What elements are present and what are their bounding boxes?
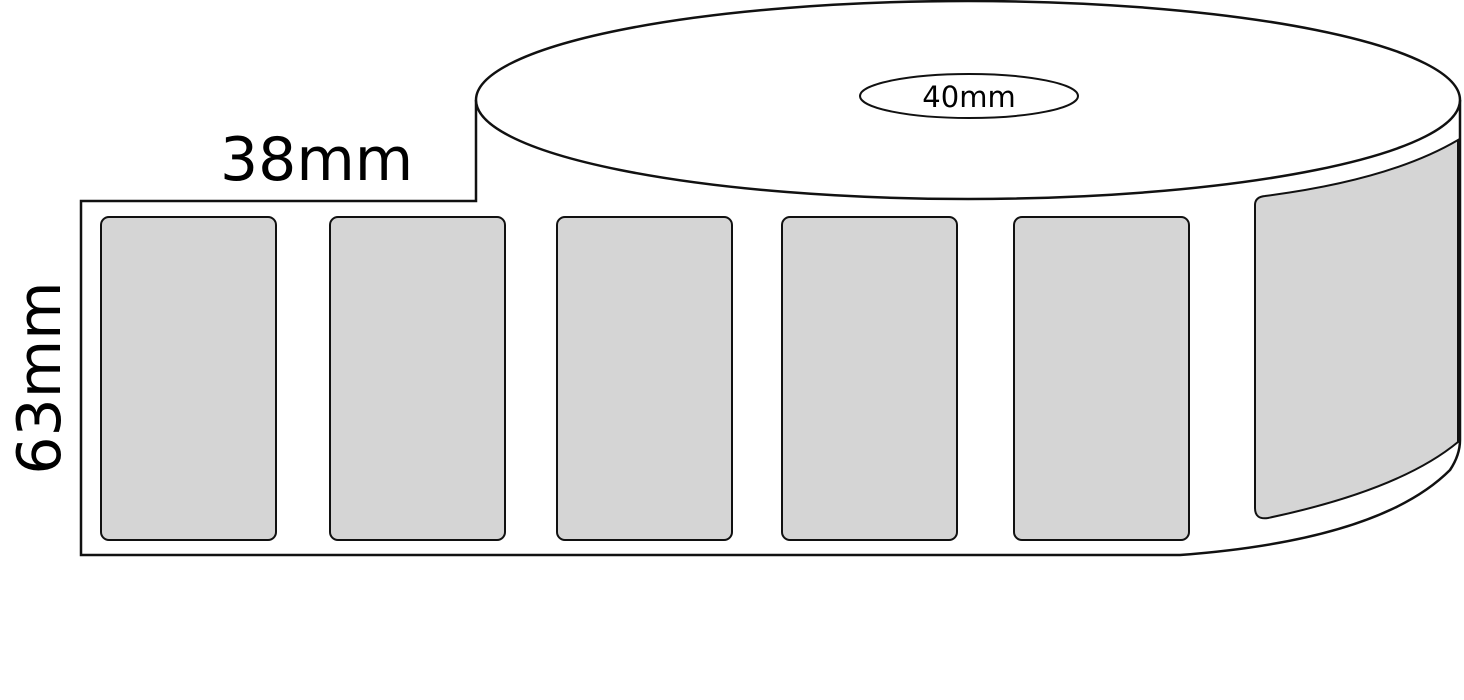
wrapped-label xyxy=(1254,138,1459,520)
label xyxy=(556,216,733,541)
label-height-dimension: 63mm xyxy=(5,281,75,474)
roll-core xyxy=(859,73,1079,119)
label xyxy=(1013,216,1190,541)
label xyxy=(781,216,958,541)
label xyxy=(329,216,506,541)
label-strip xyxy=(100,216,1190,541)
label-width-dimension: 38mm xyxy=(220,125,413,195)
core-diameter-label: 40mm xyxy=(922,80,1015,114)
label xyxy=(100,216,277,541)
